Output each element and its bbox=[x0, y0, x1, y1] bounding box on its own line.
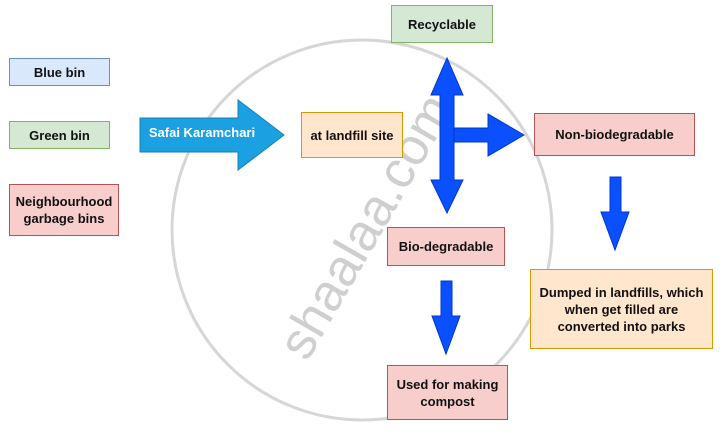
blue-bin-label: Blue bin bbox=[33, 64, 86, 80]
biodegradable-box: Bio-degradable bbox=[387, 227, 505, 266]
dumped-landfills-label: Dumped in landfills, which when get fill… bbox=[539, 284, 704, 334]
recyclable-label: Recyclable bbox=[408, 16, 476, 32]
neighbourhood-bins-box: Neighbourhood garbage bins bbox=[9, 184, 119, 236]
safai-karamchari-arrow bbox=[139, 98, 285, 172]
recyclable-box: Recyclable bbox=[391, 5, 493, 43]
compost-box: Used for making compost bbox=[387, 365, 508, 420]
biodegradable-label: Bio-degradable bbox=[398, 239, 494, 254]
down-arrow-non-bio bbox=[600, 176, 630, 252]
landfill-site-box: at landfill site bbox=[301, 112, 403, 158]
non-biodegradable-label: Non-biodegradable bbox=[555, 127, 674, 142]
dumped-landfills-box: Dumped in landfills, which when get fill… bbox=[530, 269, 713, 349]
green-bin-box: Green bin bbox=[9, 121, 110, 149]
down-arrow-bio bbox=[431, 280, 461, 356]
blue-bin-box: Blue bin bbox=[9, 58, 110, 86]
safai-karamchari-label: Safai Karamchari bbox=[148, 124, 256, 140]
right-arrow bbox=[453, 113, 525, 157]
up-down-double-arrow bbox=[430, 56, 464, 215]
neighbourhood-bins-label: Neighbourhood garbage bins bbox=[15, 194, 113, 226]
green-bin-label: Green bin bbox=[29, 127, 90, 143]
non-biodegradable-box: Non-biodegradable bbox=[534, 113, 695, 156]
compost-label: Used for making compost bbox=[396, 376, 499, 409]
landfill-site-label: at landfill site bbox=[310, 127, 394, 143]
